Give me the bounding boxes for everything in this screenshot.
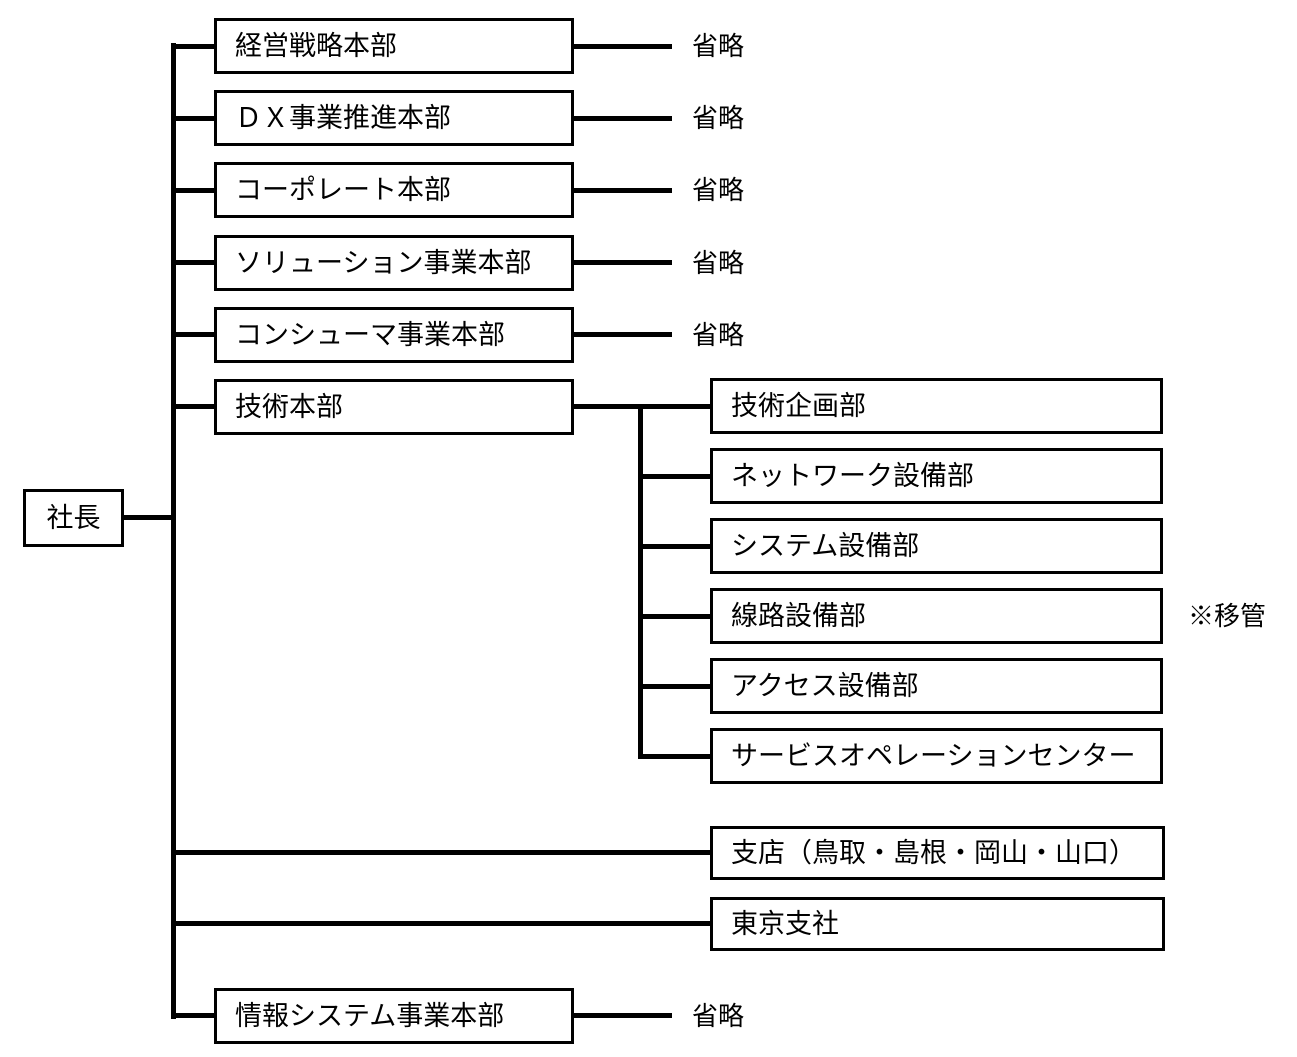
omitted-note-5: 省略 <box>692 320 745 350</box>
technology-hq-label: 技術本部 <box>235 391 343 422</box>
connector-branch-tokyo <box>171 921 712 926</box>
connector-branch-consumer-business <box>171 332 214 337</box>
corporate-hq-label: コーポレート本部 <box>235 174 451 205</box>
omitted-note-4: 省略 <box>692 248 745 278</box>
line-facilities-dept-box: 線路設備部 <box>710 588 1163 644</box>
transfer-annotation: ※移管 <box>1188 601 1267 631</box>
connector-president-to-spine <box>124 515 173 520</box>
connector-sub-branch-system <box>638 544 712 549</box>
consumer-business-hq-label: コンシューマ事業本部 <box>235 319 505 350</box>
network-facilities-dept-label: ネットワーク設備部 <box>731 460 974 491</box>
solution-business-hq-label: ソリューション事業本部 <box>235 247 532 278</box>
connector-branch-information-systems <box>171 1013 214 1018</box>
service-operation-center-label: サービスオペレーションセンター <box>731 740 1136 771</box>
network-facilities-dept-box: ネットワーク設備部 <box>710 448 1163 504</box>
solution-business-hq-box: ソリューション事業本部 <box>214 235 574 291</box>
connector-branch-solution-business <box>171 260 214 265</box>
connector-omitted-4 <box>574 260 672 265</box>
connector-omitted-1 <box>574 44 672 49</box>
omitted-note-2: 省略 <box>692 103 745 133</box>
system-facilities-dept-label: システム設備部 <box>731 530 920 561</box>
connector-technology-sub-spine <box>638 404 643 759</box>
president-label: 社長 <box>46 502 101 533</box>
connector-branch-corporate <box>171 188 214 193</box>
management-strategy-hq-box: 経営戦略本部 <box>214 18 574 74</box>
connector-branch-technology <box>171 404 214 409</box>
service-operation-center-box: サービスオペレーションセンター <box>710 728 1163 784</box>
omitted-note-6: 省略 <box>692 1001 745 1031</box>
connector-branch-dx-business <box>171 116 214 121</box>
connector-main-spine <box>171 43 176 1019</box>
connector-sub-branch-service-operation <box>638 754 712 759</box>
tokyo-branch-label: 東京支社 <box>731 908 839 939</box>
branch-offices-label: 支店（鳥取・島根・岡山・山口） <box>731 837 1136 868</box>
technology-planning-dept-label: 技術企画部 <box>731 390 866 421</box>
corporate-hq-box: コーポレート本部 <box>214 162 574 218</box>
technology-planning-dept-box: 技術企画部 <box>710 378 1163 434</box>
connector-omitted-6 <box>574 1013 672 1018</box>
information-systems-business-hq-box: 情報システム事業本部 <box>214 988 574 1044</box>
consumer-business-hq-box: コンシューマ事業本部 <box>214 307 574 363</box>
line-facilities-dept-label: 線路設備部 <box>731 600 866 631</box>
technology-hq-box: 技術本部 <box>214 379 574 435</box>
connector-sub-branch-network <box>638 474 712 479</box>
access-facilities-dept-label: アクセス設備部 <box>731 670 919 701</box>
management-strategy-hq-label: 経営戦略本部 <box>235 30 397 61</box>
connector-omitted-5 <box>574 332 672 337</box>
connector-sub-branch-access <box>638 684 712 689</box>
tokyo-branch-box: 東京支社 <box>710 897 1165 951</box>
access-facilities-dept-box: アクセス設備部 <box>710 658 1163 714</box>
connector-branch-management-strategy <box>171 44 214 49</box>
dx-business-promotion-hq-box: ＤＸ事業推進本部 <box>214 90 574 146</box>
branch-offices-box: 支店（鳥取・島根・岡山・山口） <box>710 826 1165 880</box>
omitted-note-1: 省略 <box>692 31 745 61</box>
dx-business-promotion-hq-label: ＤＸ事業推進本部 <box>235 102 451 133</box>
omitted-note-3: 省略 <box>692 175 745 205</box>
connector-omitted-2 <box>574 116 672 121</box>
connector-sub-branch-line <box>638 614 712 619</box>
president-box: 社長 <box>23 489 124 547</box>
connector-technology-to-departments <box>574 404 712 409</box>
system-facilities-dept-box: システム設備部 <box>710 518 1163 574</box>
connector-omitted-3 <box>574 188 672 193</box>
information-systems-business-hq-label: 情報システム事業本部 <box>235 1000 505 1031</box>
connector-branch-branch-offices <box>171 850 712 855</box>
